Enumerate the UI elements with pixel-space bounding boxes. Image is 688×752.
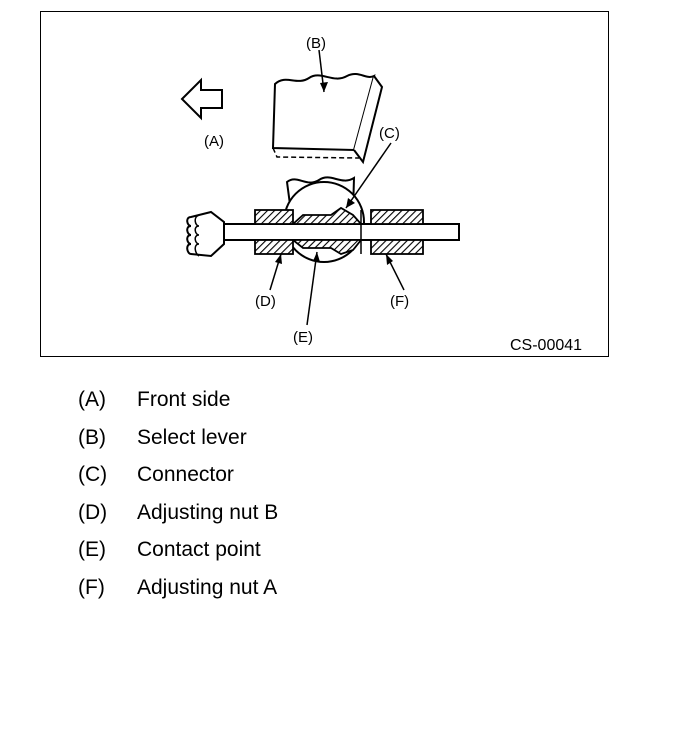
- label-c: (C): [379, 125, 400, 142]
- legend-key: (C): [78, 463, 108, 486]
- figure-frame: (A) (B) (C) (D): [40, 11, 609, 357]
- legend-key: (A): [78, 388, 106, 411]
- legend-text: Connector: [137, 463, 234, 486]
- adjusting-nut-b-top: [254, 209, 294, 225]
- legend-item: (C) Connector: [78, 459, 278, 497]
- adjusting-nut-a-bottom: [370, 239, 424, 255]
- front-arrow-icon: [180, 77, 223, 121]
- label-a: (A): [204, 133, 224, 150]
- legend-key: (B): [78, 425, 106, 449]
- cable-rod: [223, 223, 460, 241]
- legend-item: (E) Contact point: [78, 534, 278, 572]
- legend-text: Adjusting nut B: [137, 500, 279, 524]
- legend-item: (A) Front side: [78, 384, 278, 422]
- legend-list: (A) Front side (B) Select lever (C) Conn…: [78, 384, 278, 609]
- label-e: (E): [293, 329, 313, 346]
- legend-text: Adjusting nut A: [137, 575, 278, 599]
- diagram-drawing: (A) (B) (C) (D): [180, 35, 582, 354]
- adjusting-nut-b-bottom: [254, 239, 294, 255]
- legend-text: Front side: [137, 388, 231, 411]
- label-b: (B): [306, 35, 326, 52]
- adjusting-nut-a-top: [370, 209, 424, 225]
- legend-key: (F): [78, 575, 105, 599]
- legend-item: (B) Select lever: [78, 422, 278, 460]
- legend-item: (D) Adjusting nut B: [78, 497, 278, 535]
- figure-code: CS-00041: [510, 337, 582, 354]
- select-lever-upper: [271, 73, 376, 152]
- legend-text: Contact point: [137, 538, 261, 561]
- legend-item: (F) Adjusting nut A: [78, 572, 278, 610]
- legend-key: (D): [78, 500, 108, 524]
- legend-text: Select lever: [137, 425, 247, 449]
- cable-boot: [186, 210, 225, 258]
- legend-key: (E): [78, 538, 106, 561]
- label-d: (D): [255, 293, 276, 310]
- label-f: (F): [390, 293, 409, 310]
